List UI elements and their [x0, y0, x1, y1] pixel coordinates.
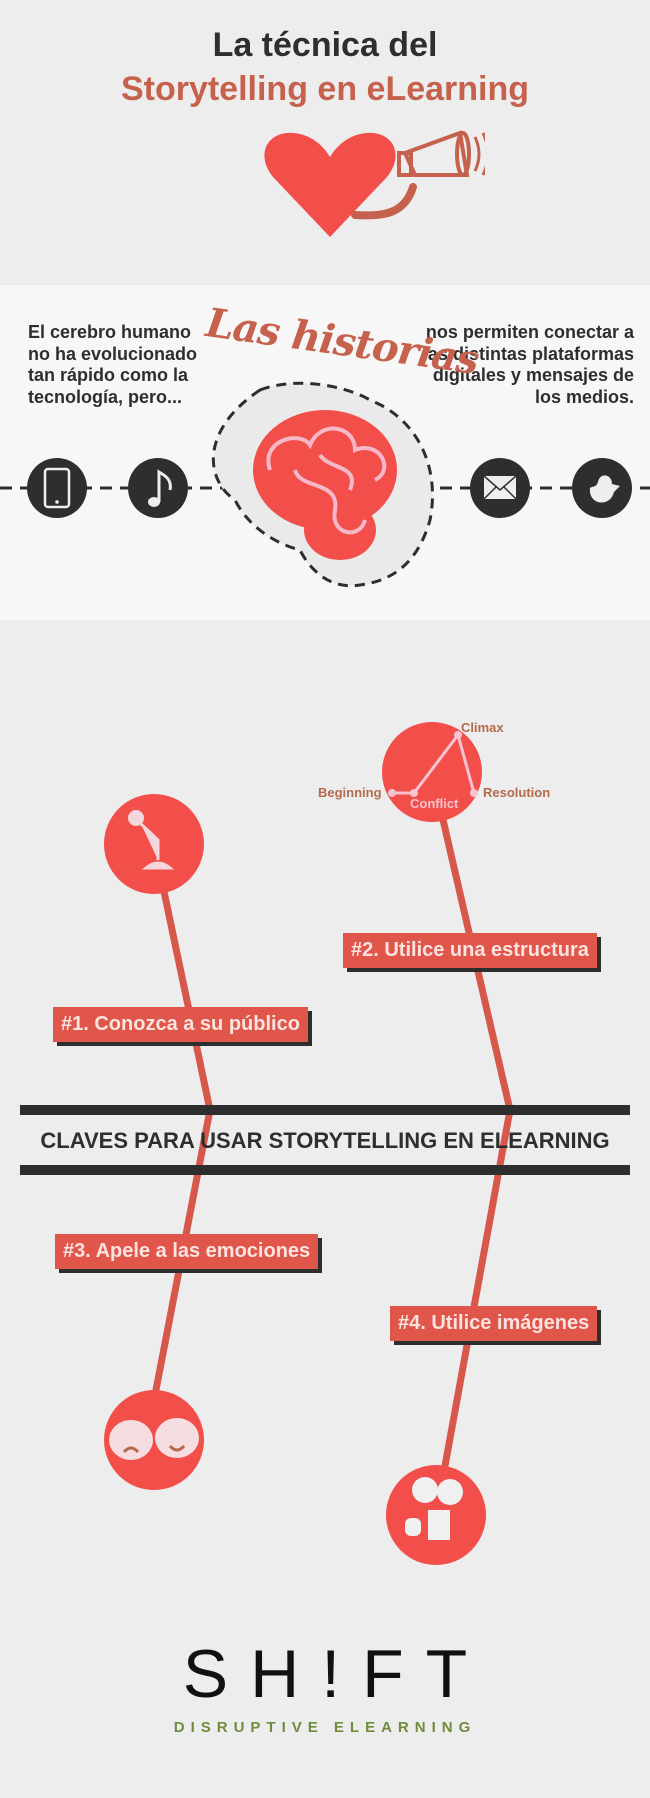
keys-heading: CLAVES PARA USAR STORYTELLING EN ELEARNI…: [40, 1128, 610, 1153]
smartphone-icon: [27, 458, 87, 518]
intro-left-text: El cerebro humano no ha evolucionado tan…: [28, 322, 198, 407]
key-2-label: #2. Utilice una estructura: [343, 933, 597, 968]
brain-icon: [253, 410, 397, 560]
keys-diagram: Beginning Conflict Climax Resolution: [104, 720, 550, 1565]
music-note-icon: [128, 458, 188, 518]
arc-conflict: Conflict: [410, 796, 459, 811]
envelope-icon: [470, 458, 530, 518]
arc-climax: Climax: [461, 720, 504, 735]
shift-logo: SH!FT: [182, 1636, 490, 1712]
arc-resolution: Resolution: [483, 785, 550, 800]
story-arc-icon: Beginning Conflict Climax Resolution: [318, 720, 550, 822]
film-camera-icon: [386, 1465, 486, 1565]
heading-bar-bottom: [20, 1165, 630, 1175]
heart-megaphone-icon: [264, 130, 485, 237]
arc-beginning: Beginning: [318, 785, 382, 800]
channels-diagram: [0, 381, 650, 588]
microphone-icon: [104, 794, 204, 894]
theater-masks-icon: [104, 1390, 204, 1490]
shift-tagline: DISRUPTIVE ELEARNING: [173, 1719, 477, 1736]
title-line2: Storytelling en eLearning: [120, 70, 530, 108]
key-3-label: #3. Apele a las emociones: [55, 1234, 319, 1269]
title-line1: La técnica del: [212, 26, 438, 64]
bird-icon: [572, 458, 632, 518]
intro-right-text: nos permiten conectar a las distintas pl…: [422, 322, 634, 407]
heading-bar-top: [20, 1105, 630, 1115]
key-4-label: #4. Utilice imágenes: [390, 1306, 598, 1341]
key-1-label: #1. Conozca a su público: [53, 1007, 308, 1042]
